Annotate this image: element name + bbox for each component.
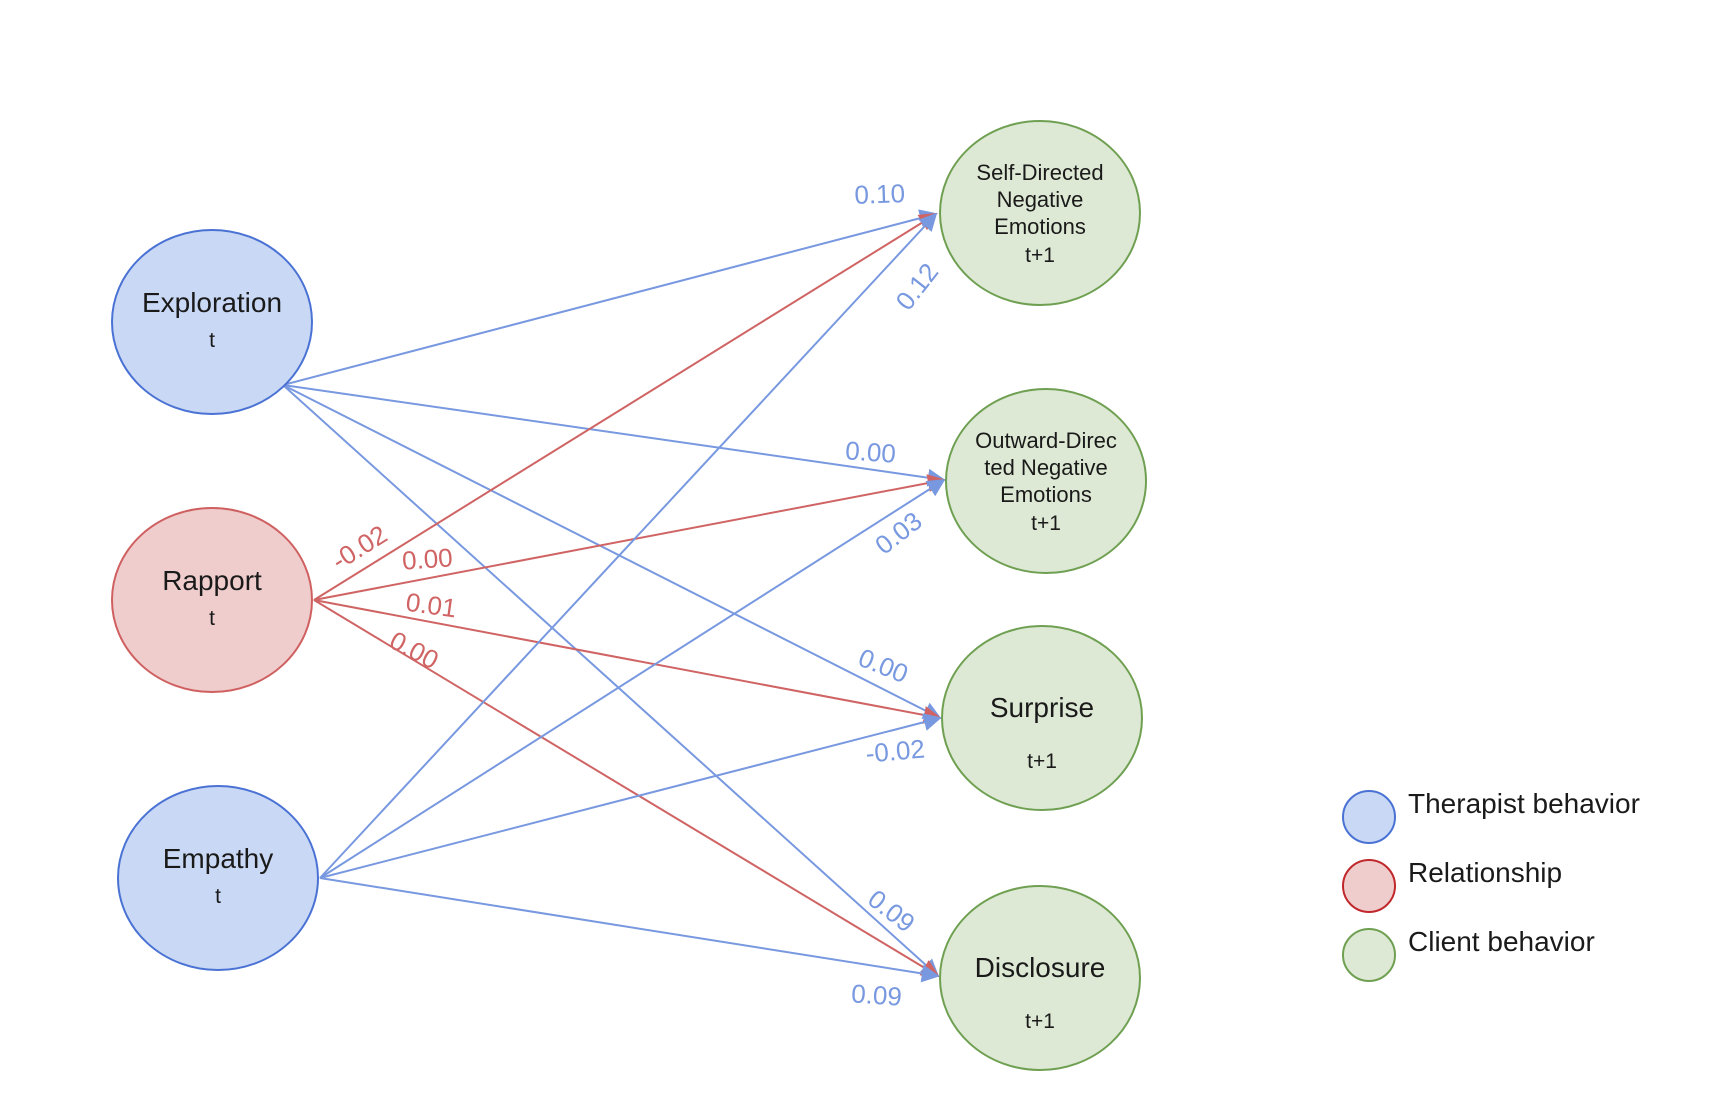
node-ellipse xyxy=(939,120,1141,306)
nodes: ExplorationtRapporttEmpathytSelf-Directe… xyxy=(111,120,1147,1071)
edge-label-exploration-to-surprise: 0.00 xyxy=(854,642,912,689)
legend-label: Therapist behavior xyxy=(1408,788,1640,819)
node-time-label: t+1 xyxy=(1027,750,1057,773)
node-label-line: Exploration xyxy=(142,287,282,318)
legend-item-client: Client behavior xyxy=(1342,926,1595,982)
node-label-line: ted Negative xyxy=(984,455,1108,480)
edge-label-rapport-to-self_directed: -0.02 xyxy=(326,519,392,576)
edge-label-empathy-to-self_directed: 0.12 xyxy=(890,257,945,315)
edge-label-exploration-to-self_directed: 0.10 xyxy=(854,178,906,210)
edge-label-rapport-to-surprise: 0.01 xyxy=(404,587,458,624)
node-time-label: t xyxy=(215,885,221,908)
node-ellipse xyxy=(117,785,319,971)
node-label-line: Negative xyxy=(997,187,1084,212)
edge-exploration-to-disclosure xyxy=(282,384,940,978)
node-label-line: Rapport xyxy=(162,565,262,596)
node-label-line: Empathy xyxy=(163,843,274,874)
edge-label-empathy-to-disclosure: 0.09 xyxy=(850,978,903,1011)
legend-swatch-therapist xyxy=(1342,790,1396,844)
legend-label: Relationship xyxy=(1408,857,1562,888)
edge-label-empathy-to-outward_directed: 0.03 xyxy=(869,506,927,561)
edge-empathy-to-disclosure xyxy=(319,877,940,983)
node-empathy: Empathy t xyxy=(117,785,319,971)
node-ellipse xyxy=(111,229,313,415)
edge-empathy-to-outward_directed xyxy=(319,479,946,879)
node-ellipse xyxy=(939,885,1141,1071)
edge-label-empathy-to-surprise: -0.02 xyxy=(864,734,926,769)
edge-empathy-to-surprise xyxy=(319,713,942,879)
node-surprise: Surprise t+1 xyxy=(941,625,1143,811)
node-disclosure: Disclosure t+1 xyxy=(939,885,1141,1071)
node-label-line: Disclosure xyxy=(975,952,1106,983)
edge-label-rapport-to-outward_directed: 0.00 xyxy=(401,542,454,575)
edge-exploration-to-outward_directed xyxy=(282,384,946,487)
legend-item-therapist: Therapist behavior xyxy=(1342,788,1640,844)
edge-rapport-to-disclosure xyxy=(313,599,940,977)
legend-label: Client behavior xyxy=(1408,926,1595,957)
node-label-line: Emotions xyxy=(1000,482,1092,507)
node-exploration: Exploration t xyxy=(111,229,313,415)
node-label-line: Self-Directed xyxy=(976,160,1103,185)
edge-exploration-to-self_directed xyxy=(282,209,938,386)
legend-item-relationship: Relationship xyxy=(1342,857,1562,913)
edge-rapport-to-outward_directed xyxy=(313,474,946,601)
node-rapport: Rapport t xyxy=(111,507,313,693)
node-time-label: t+1 xyxy=(1031,512,1061,535)
edge-label-exploration-to-disclosure: 0.09 xyxy=(862,884,920,939)
edge-exploration-to-surprise xyxy=(282,384,942,719)
edge-label-rapport-to-disclosure: 0.00 xyxy=(385,625,444,675)
node-ellipse xyxy=(941,625,1143,811)
edge-rapport-to-self_directed xyxy=(313,213,938,601)
node-ellipse xyxy=(111,507,313,693)
legend-swatch-relationship xyxy=(1342,859,1396,913)
node-time-label: t+1 xyxy=(1025,1010,1055,1033)
node-label-line: Outward-Direc xyxy=(975,428,1117,453)
node-time-label: t+1 xyxy=(1025,244,1055,267)
edge-empathy-to-self_directed xyxy=(319,212,938,879)
node-label-line: Surprise xyxy=(990,692,1094,723)
edge-rapport-to-surprise xyxy=(313,599,942,724)
edges xyxy=(282,209,946,983)
node-label-line: Emotions xyxy=(994,214,1086,239)
node-time-label: t xyxy=(209,329,215,352)
legend-swatch-client xyxy=(1342,928,1396,982)
node-time-label: t xyxy=(209,607,215,630)
node-ellipse xyxy=(945,388,1147,574)
edge-label-exploration-to-outward_directed: 0.00 xyxy=(844,435,897,468)
